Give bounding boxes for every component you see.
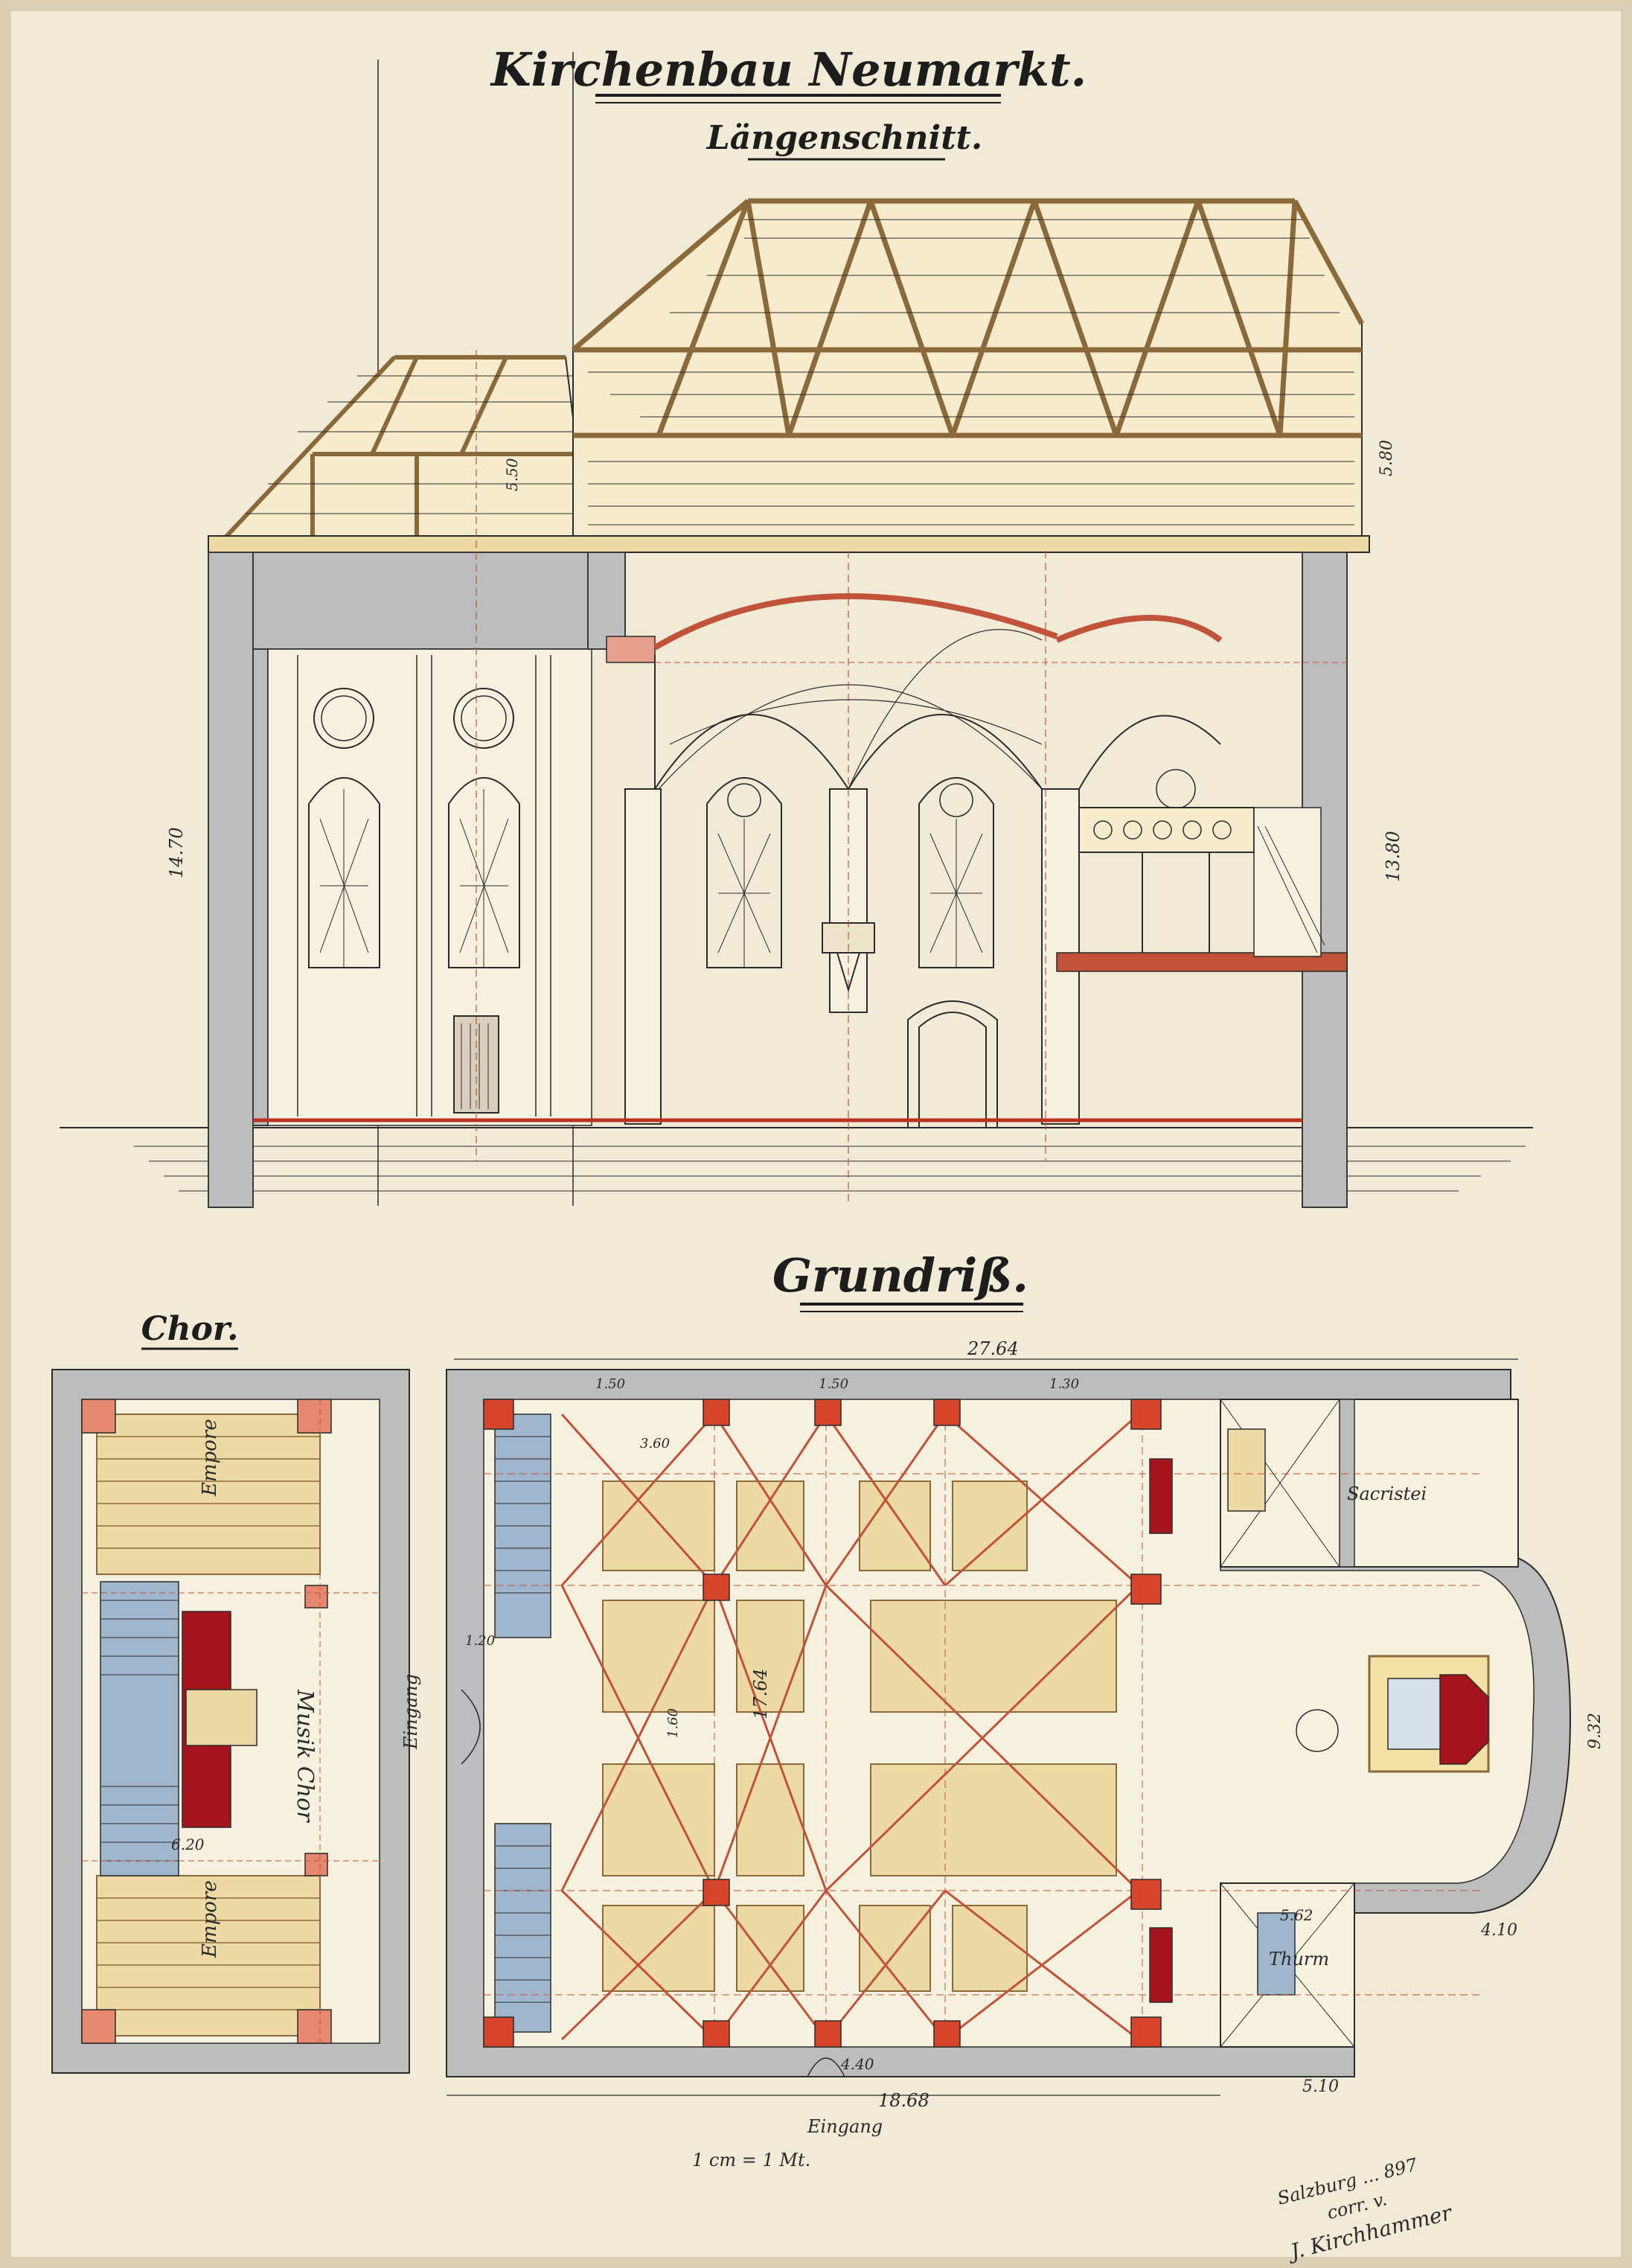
choir-stair <box>100 1581 179 1876</box>
sacristei-label: Sacristei <box>1347 1483 1427 1504</box>
dim-150-a: 1.50 <box>595 1376 625 1392</box>
choir-plan: Empore Empore Musik Chor 6.20 <box>51 1369 410 2074</box>
nave-portal <box>907 1000 998 1128</box>
nave-vaults <box>653 593 1347 790</box>
dim-nave-length: 18.68 <box>878 2090 929 2111</box>
choir-title: Chor. <box>141 1310 239 1348</box>
west-stair-south <box>494 1823 551 2033</box>
dim-932: 9.32 <box>1586 1713 1604 1749</box>
dim-roof-a: 5.80 <box>1377 440 1396 476</box>
dim-inner-width: 17.64 <box>750 1668 771 1719</box>
dim-sanctuary-height: 13.80 <box>1383 831 1404 882</box>
gallery-balustrade <box>1078 807 1255 853</box>
dim-510: 5.10 <box>1302 2077 1339 2096</box>
ceiling-beam <box>208 535 1370 553</box>
longitudinal-section: 14.70 13.80 5.80 5.50 <box>60 52 1533 1208</box>
dim-410: 4.10 <box>1480 1921 1517 1940</box>
choir-empore-bottom-label: Empore <box>199 1880 221 1958</box>
side-altar-south <box>1149 1927 1173 2003</box>
west-interior <box>267 648 592 1126</box>
main-floor-plan <box>446 1369 1572 2077</box>
musik-chor-label: Musik Chor <box>292 1689 318 1823</box>
altar <box>1439 1674 1489 1765</box>
choir-empore-bottom <box>96 1875 321 2037</box>
west-pilasters <box>297 655 551 1117</box>
east-wall <box>1302 552 1348 1208</box>
dim-150-b: 1.50 <box>819 1376 848 1392</box>
dim-nave-height: 14.70 <box>166 827 187 878</box>
lower-roof-timbers <box>221 355 580 542</box>
dim-total-length: 27.64 <box>967 1338 1019 1359</box>
upper-wall-block <box>252 552 592 650</box>
eingang-bottom-label: Eingang <box>807 2116 883 2137</box>
side-altar-north <box>1149 1458 1173 1534</box>
sacristy-room <box>1220 1399 1519 1568</box>
plan-title: Grundriß. <box>772 1248 1028 1303</box>
main-roof-timbers <box>571 198 1365 438</box>
section-axes <box>476 350 1046 1206</box>
dim-120: 1.20 <box>465 1633 495 1649</box>
pew-blocks <box>602 1480 1117 1992</box>
section-title: Längenschnitt. <box>705 119 982 157</box>
west-windows <box>308 688 520 968</box>
scale-label: 1 cm = 1 Mt. <box>692 2150 810 2170</box>
ground-hatching <box>134 1146 1526 1192</box>
dim-roof-b: 5.50 <box>503 458 521 491</box>
thurm-label: Thurm <box>1269 1949 1329 1970</box>
dim-360: 3.60 <box>640 1436 670 1451</box>
dim-160: 1.60 <box>665 1708 681 1738</box>
plan-piers <box>483 1399 1162 2048</box>
vault-ribs <box>560 1413 1140 2041</box>
choir-empore-top-label: Empore <box>199 1419 221 1497</box>
eingang-side-label: Eingang <box>400 1674 421 1750</box>
choir-empore-top <box>96 1413 321 1575</box>
main-title: Kirchenbau Neumarkt. <box>490 42 1087 97</box>
dim-130: 1.30 <box>1049 1376 1079 1392</box>
west-wall <box>208 552 254 1208</box>
dim-tower: 5.62 <box>1280 1906 1313 1924</box>
dim-440: 4.40 <box>840 2055 874 2073</box>
dim-choir-width: 6.20 <box>171 1836 205 1853</box>
